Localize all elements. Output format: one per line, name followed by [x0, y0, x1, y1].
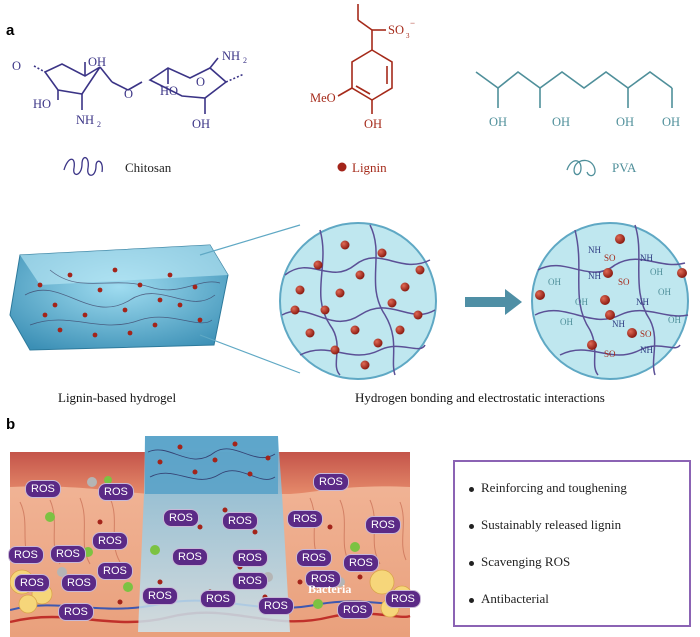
- panel-label-a: a: [6, 22, 15, 39]
- chitosan-ho-2: HO: [160, 84, 178, 98]
- bullet-icon: [469, 597, 474, 603]
- ros-badge-18: ROS: [232, 572, 268, 590]
- pva-structure: OH OH OH OH: [475, 70, 680, 129]
- caption-interactions: Hydrogen bonding and electrostatic inter…: [355, 390, 605, 405]
- caption-hydrogel: Lignin-based hydrogel: [58, 390, 177, 405]
- nh3-label-6: NH: [640, 345, 653, 355]
- oh-label-6: OH: [650, 267, 663, 277]
- oh-label-3: OH: [658, 287, 671, 297]
- ros-badge-3: ROS: [313, 473, 349, 491]
- ros-badge-25: ROS: [58, 603, 94, 621]
- ros-badge-21: ROS: [200, 590, 236, 608]
- ros-badge-14: ROS: [343, 554, 379, 572]
- properties-box: Reinforcing and toughening Sustainably r…: [453, 460, 691, 627]
- ros-badge-16: ROS: [61, 574, 97, 592]
- oh-label-2: OH: [548, 277, 561, 287]
- chitosan-nh2-2: NH: [222, 50, 240, 63]
- chitosan-nh2-1-sub: 2: [97, 120, 101, 129]
- so3-label-1: SO: [604, 253, 616, 263]
- bullet-icon: [469, 523, 474, 529]
- lignin-so3-sub: 3: [406, 32, 410, 40]
- panel-label-b: b: [6, 416, 16, 433]
- so3-label-4: SO: [640, 329, 652, 339]
- ros-badge-13: ROS: [296, 549, 332, 567]
- ros-badge-24: ROS: [337, 601, 373, 619]
- chitosan-o-left: O: [12, 59, 21, 73]
- ros-badge-5: ROS: [222, 512, 258, 530]
- chitosan-structure: O OH HO NH 2 O HO NH 2 OH O: [12, 50, 247, 131]
- ros-badge-15: ROS: [14, 574, 50, 592]
- ros-badge-7: ROS: [365, 516, 401, 534]
- nh3-label-1: NH: [588, 245, 601, 255]
- lignin-meo: MeO: [310, 91, 336, 105]
- ros-badge-17: ROS: [97, 562, 133, 580]
- pva-oh-4: OH: [662, 115, 680, 129]
- transition-arrow: [465, 289, 522, 315]
- chitosan-coil-icon: [63, 157, 103, 176]
- hydrogel-block: [9, 244, 229, 351]
- pva-legend-label: PVA: [612, 160, 637, 175]
- ros-badge-23: ROS: [385, 590, 421, 608]
- nh3-label-4: NH: [612, 319, 625, 329]
- chitosan-nh2-2-sub: 2: [243, 56, 247, 65]
- property-item-3: Scavenging ROS: [469, 554, 570, 570]
- chitosan-oh-2: OH: [192, 117, 210, 131]
- lignin-so3-sup: −: [410, 18, 415, 28]
- ros-badge-22: ROS: [258, 597, 294, 615]
- pva-coil-icon: [566, 159, 596, 177]
- zoom-circle-network: [279, 222, 437, 380]
- chitosan-nh2-1: NH: [76, 113, 94, 127]
- lignin-oh: OH: [364, 117, 382, 131]
- chitosan-o-bridge: O: [124, 87, 133, 101]
- oh-label-1: OH: [560, 317, 573, 327]
- hydrogel-network-row: NH SO SO NH NH NH NH NH SO SO OH OH OH O…: [9, 222, 689, 380]
- pva-oh-2: OH: [552, 115, 570, 129]
- bullet-icon: [469, 560, 474, 566]
- ros-badge-20: ROS: [142, 587, 178, 605]
- oh-label-5: OH: [575, 297, 588, 307]
- ros-badge-9: ROS: [8, 546, 44, 564]
- chitosan-legend-label: Chitosan: [125, 160, 172, 175]
- lignin-particle-icon: [337, 162, 347, 172]
- ros-badge-19: ROS: [305, 570, 341, 588]
- bacteria-label: Bacteria: [308, 582, 352, 596]
- ros-badge-11: ROS: [172, 548, 208, 566]
- pva-oh-3: OH: [616, 115, 634, 129]
- so3-label-3: SO: [604, 349, 616, 359]
- nh3-label-3: NH: [640, 253, 653, 263]
- ros-badge-12: ROS: [232, 549, 268, 567]
- pva-oh-1: OH: [489, 115, 507, 129]
- zoom-circle-interactions: NH SO SO NH NH NH NH NH SO SO OH OH OH O…: [531, 222, 689, 380]
- nh3-label-2: NH: [588, 271, 601, 281]
- ros-badge-4: ROS: [163, 509, 199, 527]
- lignin-legend-label: Lignin: [352, 160, 387, 175]
- so3-label-2: SO: [618, 277, 630, 287]
- property-item-1: Reinforcing and toughening: [469, 480, 627, 496]
- ros-badge-8: ROS: [92, 532, 128, 550]
- ros-badge-10: ROS: [50, 545, 86, 563]
- chitosan-ho-1: HO: [33, 97, 51, 111]
- lignin-so3: SO: [388, 23, 404, 37]
- nh3-label-5: NH: [636, 297, 649, 307]
- property-item-2: Sustainably released lignin: [469, 517, 621, 533]
- lignin-structure: SO 3 − MeO OH: [310, 4, 415, 131]
- bullet-icon: [469, 486, 474, 492]
- chitosan-o-ring: O: [196, 75, 205, 89]
- property-item-4: Antibacterial: [469, 591, 549, 607]
- oh-label-4: OH: [668, 315, 681, 325]
- ros-badge-6: ROS: [287, 510, 323, 528]
- ros-badge-1: ROS: [25, 480, 61, 498]
- ros-badge-2: ROS: [98, 483, 134, 501]
- chitosan-oh-1: OH: [88, 55, 106, 69]
